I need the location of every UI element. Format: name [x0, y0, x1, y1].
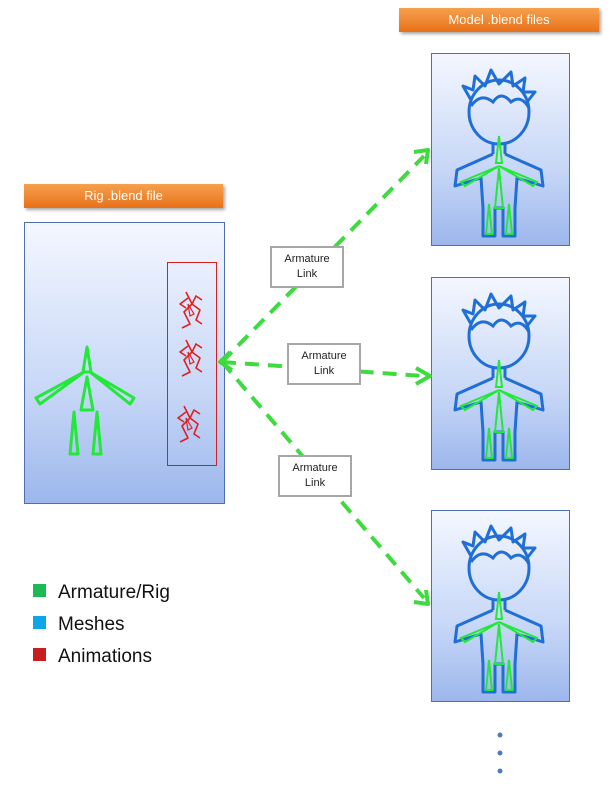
animation-pose — [179, 291, 203, 329]
legend-swatch — [33, 584, 46, 597]
animation-pose — [179, 339, 203, 377]
rig-file-header: Rig .blend file — [24, 184, 223, 208]
legend-label: Animations — [58, 646, 152, 667]
arrowheads — [218, 148, 432, 606]
more-files-ellipsis — [497, 732, 503, 774]
armature-link-label-3: Armature Link — [278, 455, 352, 497]
legend-label: Meshes — [58, 614, 125, 635]
legend-item-animations: Animations — [33, 646, 152, 668]
armature-link-label-1: Armature Link — [270, 246, 344, 288]
model-files-header: Model .blend files — [399, 8, 599, 32]
model-figure-2 — [453, 292, 545, 462]
link-line1: Armature — [292, 462, 338, 474]
armature-link-label-2: Armature Link — [287, 343, 361, 385]
rig-skeleton — [34, 345, 136, 456]
link-line1: Armature — [301, 350, 347, 362]
legend-swatch — [33, 648, 46, 661]
model-figure-3 — [453, 524, 545, 694]
legend-label: Armature/Rig — [58, 582, 170, 603]
link-line2: Link — [296, 268, 318, 280]
legend-item-armature: Armature/Rig — [33, 582, 170, 604]
animations-box — [167, 262, 217, 466]
link-line1: Armature — [284, 253, 330, 265]
model-figure-1 — [453, 68, 545, 238]
link-line2: Link — [304, 477, 326, 489]
link-line2: Link — [313, 365, 335, 377]
legend-item-meshes: Meshes — [33, 614, 125, 636]
legend-swatch — [33, 616, 46, 629]
animation-pose — [177, 405, 201, 443]
